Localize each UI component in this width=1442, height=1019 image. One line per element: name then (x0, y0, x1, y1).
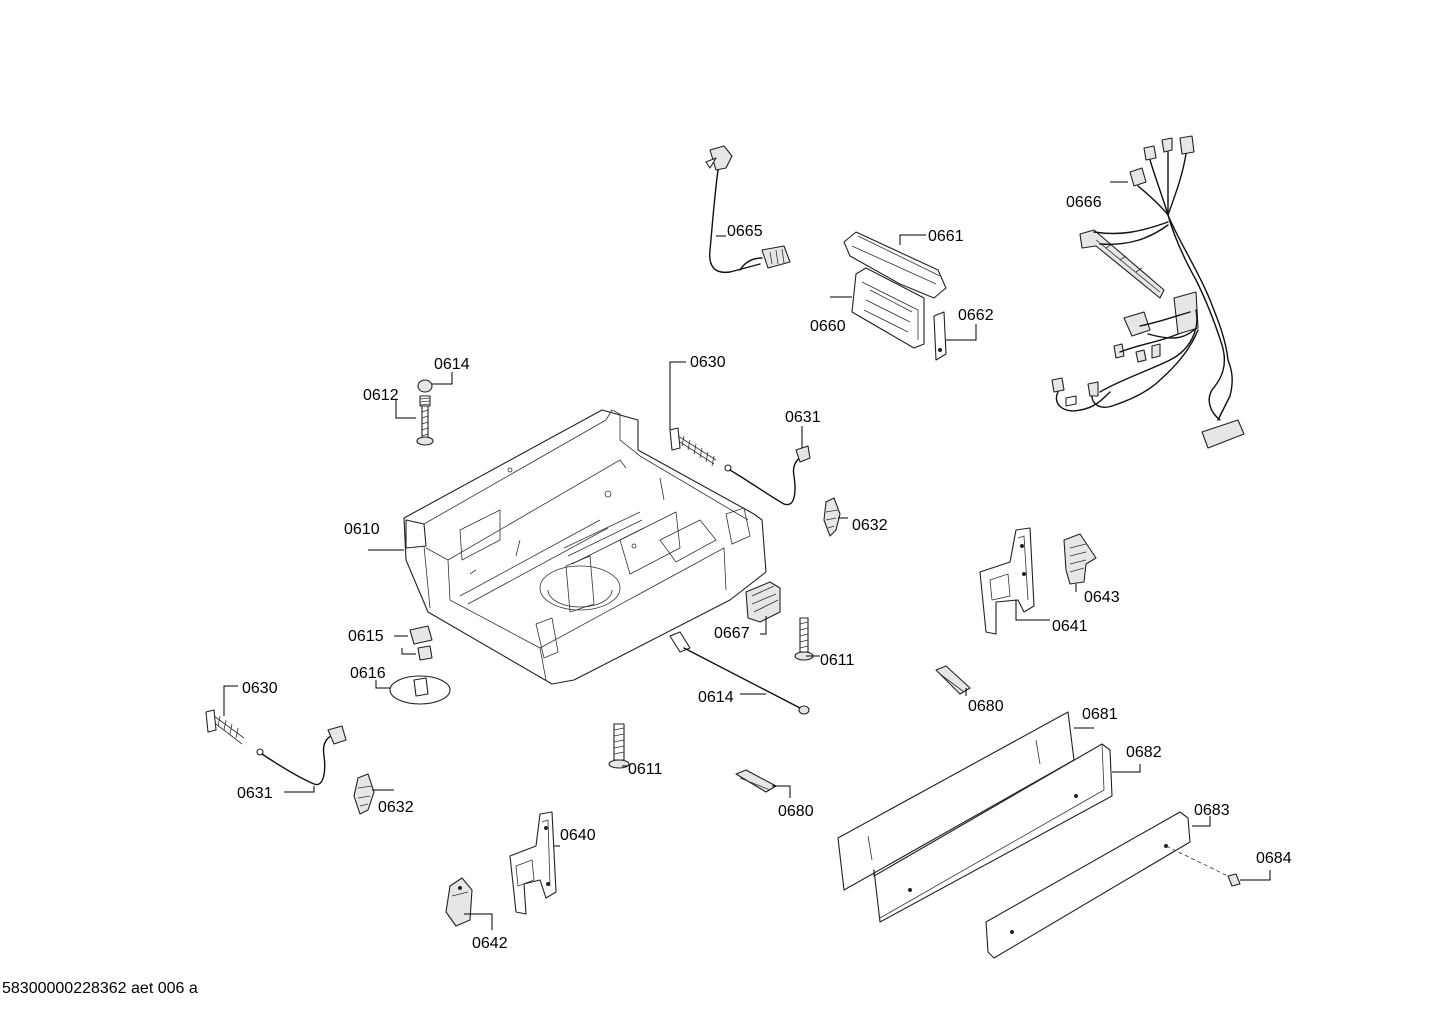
callout-0642: 0642 (472, 935, 508, 952)
leader-0684 (1240, 870, 1271, 881)
leader-0682 (1112, 764, 1141, 773)
callout-0660: 0660 (810, 318, 846, 335)
callout-0632b: 0632 (378, 799, 414, 816)
bracket-plate-part (933, 311, 947, 361)
callout-0631b: 0631 (237, 785, 273, 802)
leader-0615 (394, 635, 416, 655)
hinge-spring-part (669, 427, 717, 467)
callout-0641: 0641 (1052, 618, 1088, 635)
cable-part-lower (256, 725, 347, 786)
housing-part (851, 267, 925, 349)
base-tub-part (403, 409, 767, 685)
leader-0612 (395, 400, 416, 419)
screw-part (1227, 873, 1241, 887)
callout-0631a: 0631 (785, 409, 821, 426)
callout-0614b: 0614 (698, 689, 734, 706)
leader-0661 (899, 234, 926, 245)
adjustable-foot-part (416, 379, 434, 446)
callout-0683: 0683 (1194, 802, 1230, 819)
left-bracket-part (509, 811, 557, 915)
leader-0631b (284, 786, 315, 793)
control-module-part (745, 581, 781, 623)
leader-0630a (669, 361, 686, 430)
latch-clip-part (1063, 533, 1097, 585)
clamp-part-lower (735, 769, 777, 793)
callout-0680a: 0680 (968, 698, 1004, 715)
callout-0630b: 0630 (242, 680, 278, 697)
callout-0661: 0661 (928, 228, 964, 245)
callout-0611a: 0611 (820, 652, 855, 669)
leader-0616 (375, 680, 390, 689)
power-cord-part (705, 145, 791, 274)
callout-0666: 0666 (1066, 194, 1102, 211)
rod-part (669, 631, 810, 715)
callout-0643: 0643 (1084, 589, 1120, 606)
screw-axis-line (1165, 845, 1233, 879)
callout-0665: 0665 (727, 223, 763, 240)
switch-part (409, 625, 433, 661)
float-disc-part (389, 675, 451, 705)
hinge-clip-part (823, 497, 841, 537)
callout-0680b: 0680 (778, 803, 814, 820)
leader-0667 (760, 616, 767, 635)
callout-0611b: 0611 (628, 761, 663, 778)
callout-0632a: 0632 (852, 517, 888, 534)
callout-0682: 0682 (1126, 744, 1162, 761)
leader-0614a (432, 372, 453, 385)
callout-0684: 0684 (1256, 850, 1292, 867)
callout-0615: 0615 (348, 628, 384, 645)
leader-0642 (464, 913, 493, 930)
hinge-clip-part-lower (353, 773, 375, 815)
callout-0630a: 0630 (690, 354, 726, 371)
callout-0640: 0640 (560, 827, 596, 844)
drawing-reference-number: 58300000228362 aet 006 a (2, 980, 198, 997)
wiring-harness-part (1051, 135, 1245, 449)
leveling-foot-part-lower (608, 723, 630, 769)
leveling-foot-part (794, 617, 814, 661)
callout-0662: 0662 (958, 307, 994, 324)
leader-0641 (1015, 600, 1050, 621)
callout-0612: 0612 (363, 387, 399, 404)
leader-0662 (946, 324, 977, 341)
callout-0614a: 0614 (434, 356, 470, 373)
leader-0683 (1192, 816, 1211, 827)
kickboard-front-part (873, 743, 1113, 923)
leader-0680b (772, 785, 791, 798)
callout-0610: 0610 (344, 521, 380, 538)
callout-0616: 0616 (350, 665, 386, 682)
right-bracket-part (979, 527, 1035, 635)
callout-0681: 0681 (1082, 706, 1118, 723)
hinge-spring-part-lower (205, 709, 245, 745)
cover-part (843, 231, 947, 299)
cable-part (724, 445, 811, 506)
callout-0667: 0667 (714, 625, 750, 642)
leader-0630b (223, 685, 238, 716)
small-bracket-part (445, 877, 473, 927)
clamp-part-upper (935, 665, 971, 695)
